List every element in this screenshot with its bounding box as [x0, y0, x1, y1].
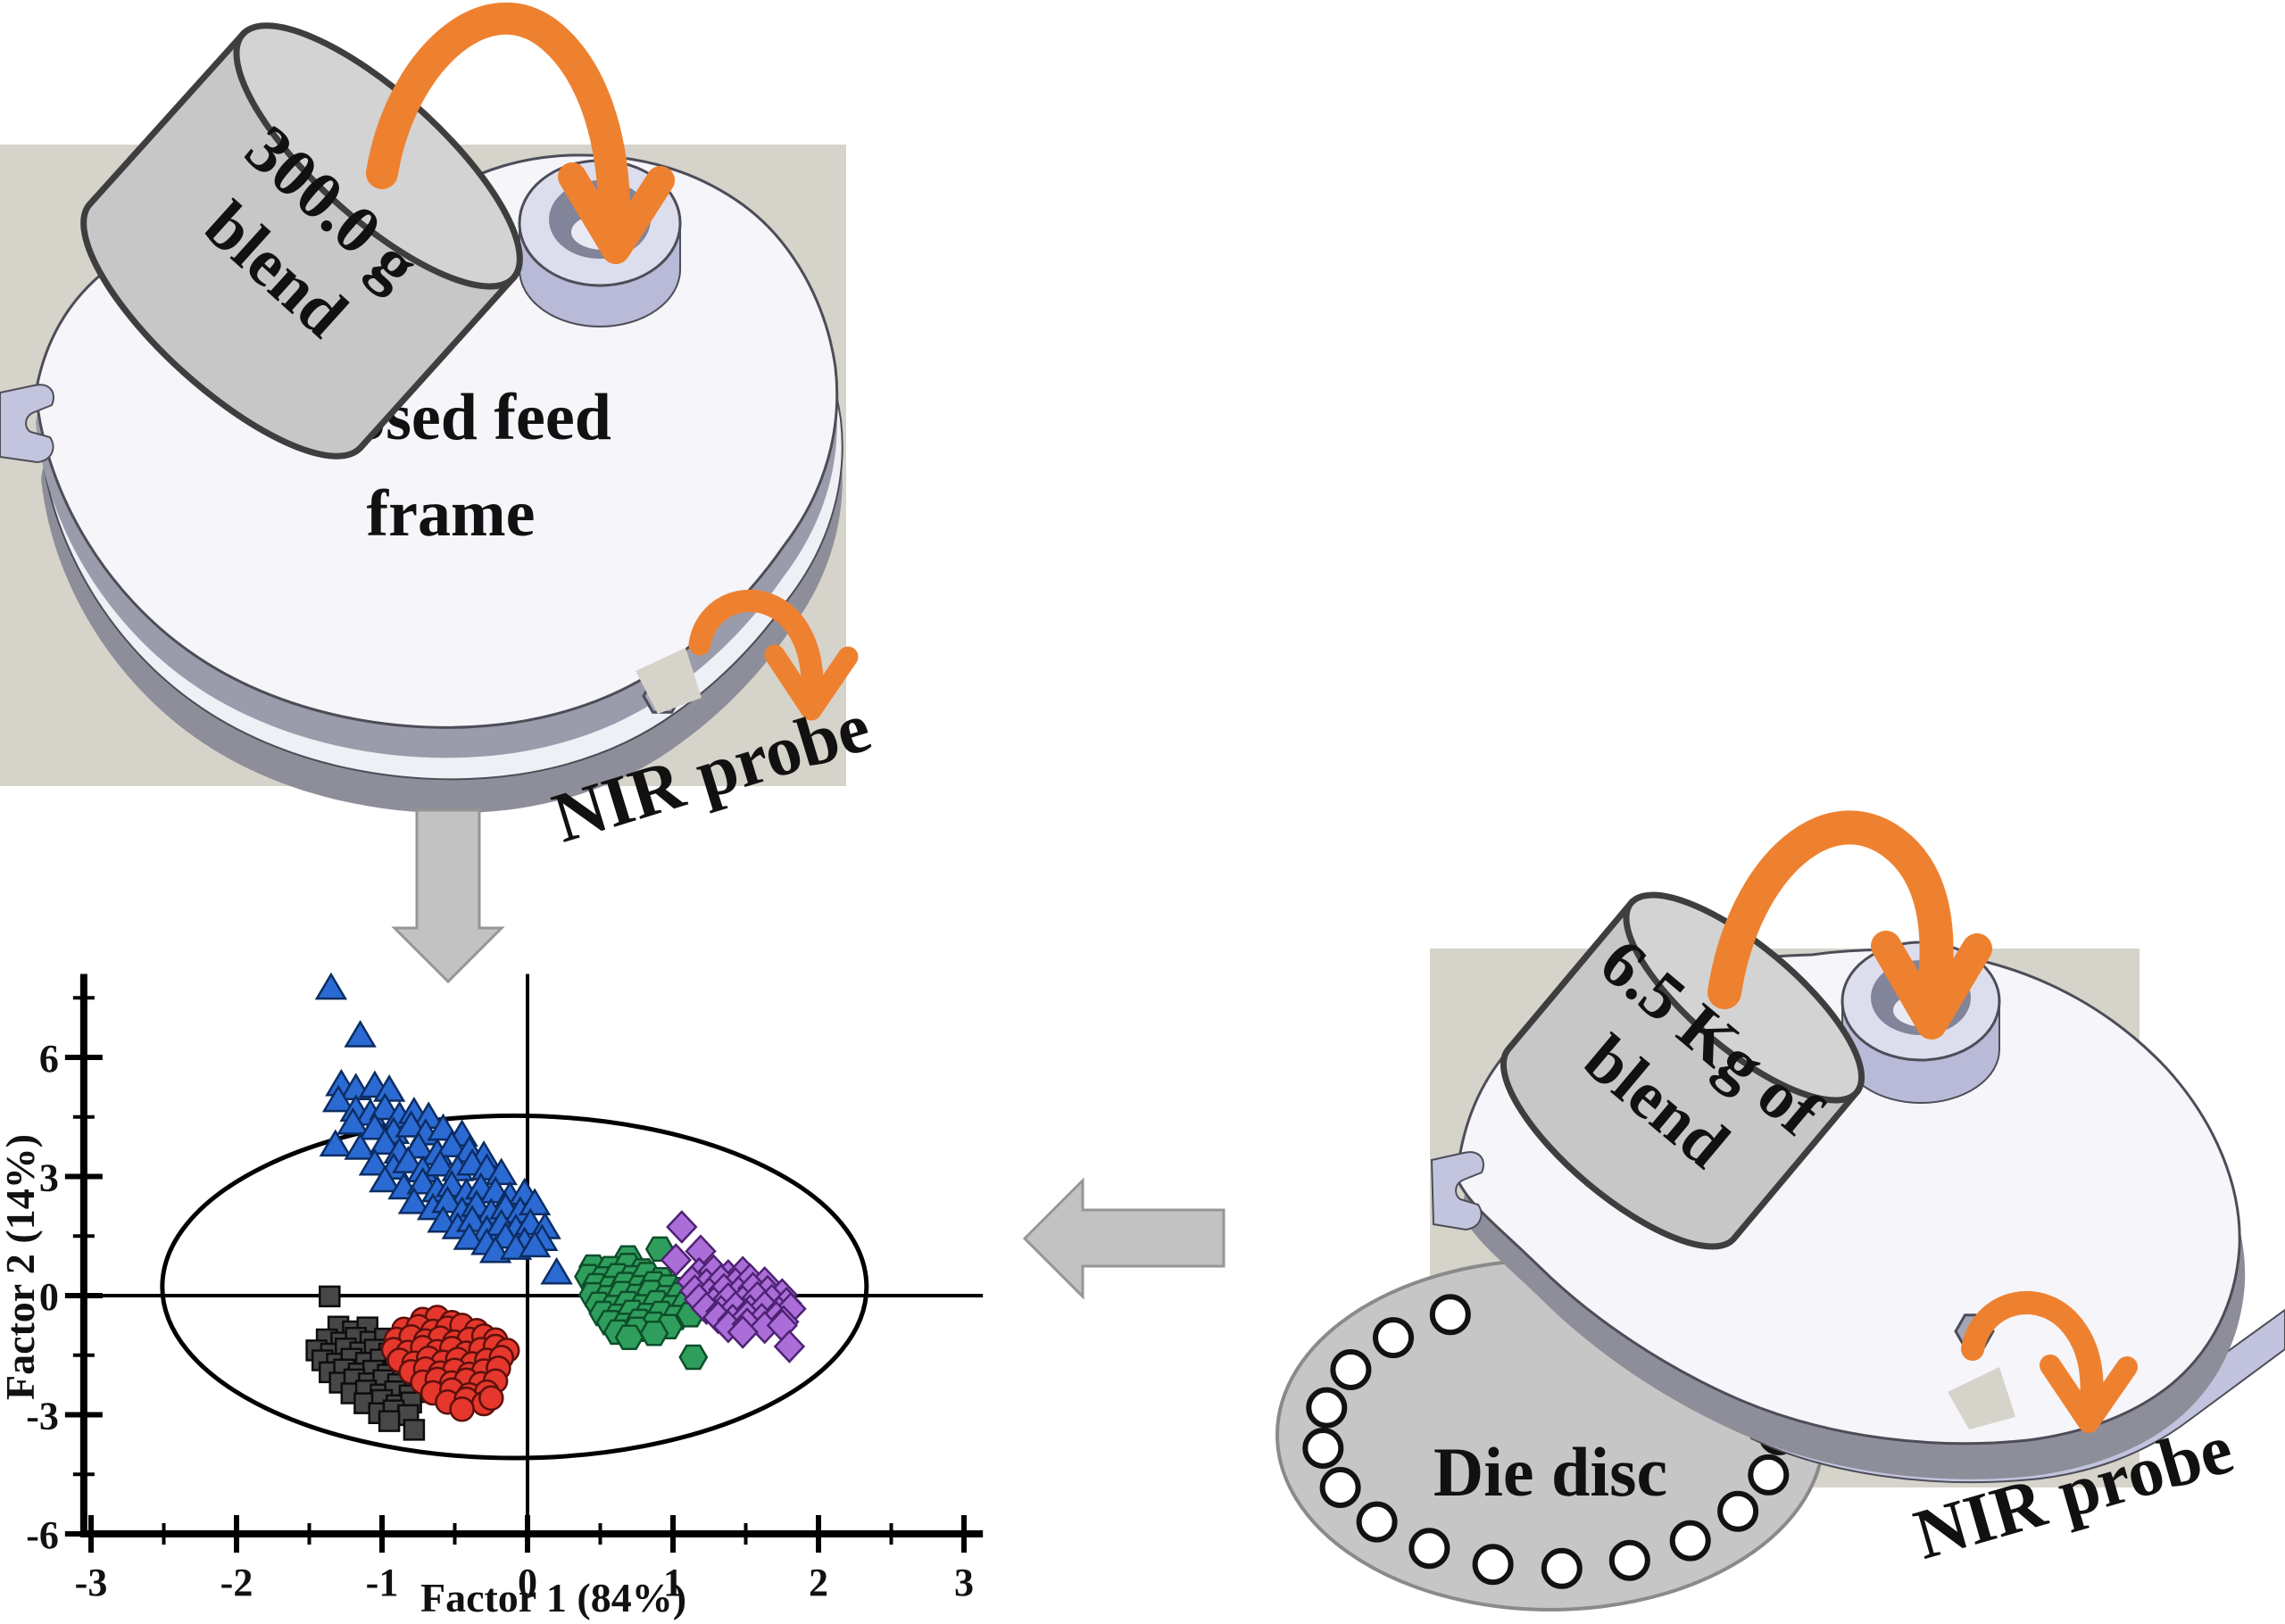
die-hole: [1306, 1387, 1348, 1429]
y-axis-label: Factor 2 (14%): [0, 1134, 43, 1400]
data-point: [431, 1185, 464, 1214]
data-point: [666, 1210, 698, 1244]
data-point: [358, 1148, 392, 1176]
data-point: [321, 1084, 355, 1113]
data-point: [403, 1419, 426, 1441]
right-orange-arrows: [1708, 810, 2138, 1433]
flow-arrow-down-icon: [391, 808, 505, 984]
die-hole: [1302, 1428, 1344, 1469]
y-tick-label: 3: [39, 1156, 59, 1200]
data-point: [614, 1324, 644, 1350]
nir-arrowhead-right-icon: [2040, 1355, 2138, 1433]
nir-arrow-right-icon: [1961, 1291, 2104, 1425]
data-point: [344, 1132, 377, 1160]
data-point: [773, 1330, 806, 1363]
y-tick-label: -6: [26, 1513, 59, 1557]
x-axis-label: Factor 1 (84%): [420, 1575, 686, 1620]
series-purple-diamonds: [660, 1210, 807, 1363]
cylinder-cap: [1623, 891, 1865, 1104]
die-hole: [1717, 1490, 1759, 1532]
x-tick-label: -2: [220, 1561, 253, 1604]
data-point: [369, 1127, 402, 1155]
die-hole: [1748, 1454, 1790, 1496]
x-tick-label: -1: [366, 1561, 399, 1604]
die-hole: [1356, 1501, 1398, 1543]
data-point: [449, 1396, 475, 1422]
pour-arrowhead-right-icon: [1871, 931, 1992, 1040]
data-point: [344, 1020, 377, 1048]
data-point: [369, 1164, 402, 1193]
die-hole: [1669, 1520, 1711, 1562]
die-disc-label: Die disc: [1433, 1433, 1667, 1511]
x-tick-label: 2: [809, 1561, 828, 1604]
data-point: [378, 1410, 401, 1432]
data-point: [436, 1130, 469, 1158]
plot-axes: -3 -2 -1 0 1 2 3 -6 -3 0 3 6: [26, 974, 984, 1604]
x-tick-label: 0: [518, 1561, 537, 1604]
frame-label-line2: frame: [367, 477, 536, 551]
hotelling-ellipse: [160, 1113, 869, 1461]
pour-arrow-right-icon: [1708, 810, 1954, 1027]
data-point: [319, 1129, 352, 1157]
data-point: [727, 1315, 759, 1349]
data-point: [395, 1110, 428, 1138]
right-frame-notch: [1948, 1367, 2015, 1429]
plot-points: [305, 972, 807, 1441]
die-hole: [1408, 1528, 1450, 1570]
die-holes: [1302, 1294, 1799, 1589]
die-hole: [1373, 1317, 1414, 1359]
y-tick-label: -3: [26, 1395, 59, 1438]
pour-arrow-left-icon: [366, 2, 631, 241]
pca-score-plot: -3 -2 -1 0 1 2 3 -6 -3 0 3 6 Factor 1 (84%) Factor …: [0, 972, 984, 1620]
die-hole: [1319, 1467, 1361, 1508]
x-tick-label: 3: [954, 1561, 974, 1604]
confidence-ellipse: [160, 1113, 869, 1461]
data-point: [314, 972, 348, 1000]
y-tick-label: 6: [39, 1037, 59, 1081]
data-point: [478, 1385, 504, 1412]
nir-arrowhead-left-icon: [764, 644, 859, 721]
pour-arrowhead-left-icon: [558, 162, 675, 264]
data-point: [406, 1166, 439, 1195]
series-green-hexagons: [574, 1236, 716, 1371]
left-orange-arrows: [366, 2, 859, 721]
data-point: [392, 1146, 425, 1173]
data-point: [540, 1256, 573, 1285]
die-hole: [1429, 1294, 1471, 1336]
data-point: [518, 1188, 552, 1216]
data-point: [639, 1321, 669, 1346]
cylinder-body: [80, 29, 519, 460]
data-point: [319, 1285, 341, 1308]
left-frame-notch: [636, 648, 702, 714]
cylinder-body: [1500, 899, 1862, 1250]
data-point: [337, 1106, 370, 1135]
data-point: [518, 1230, 552, 1258]
data-point: [397, 1186, 431, 1214]
x-tick-label: -3: [75, 1561, 108, 1604]
y-tick-label: 0: [39, 1275, 59, 1319]
nir-arrow-left-icon: [688, 589, 824, 717]
x-tick-label: 1: [663, 1561, 683, 1604]
data-point: [660, 1243, 693, 1277]
data-point: [678, 1344, 709, 1371]
left-frame-tab: [0, 384, 54, 464]
die-hole: [1608, 1539, 1650, 1581]
data-point: [485, 1157, 518, 1186]
right-frame-left-tab: [1430, 1151, 1484, 1231]
flow-arrow-left-icon: [1022, 1177, 1226, 1300]
data-point: [453, 1222, 486, 1250]
die-hole: [1472, 1544, 1514, 1586]
series-red-circles: [380, 1305, 520, 1422]
data-point: [369, 1092, 402, 1121]
series-blue-triangles: [314, 972, 573, 1285]
die-hole: [1330, 1349, 1372, 1390]
data-point: [424, 1148, 457, 1177]
blend-cylinder-large: 6.5 Kg of blend: [1500, 891, 1865, 1250]
die-hole: [1541, 1547, 1583, 1589]
